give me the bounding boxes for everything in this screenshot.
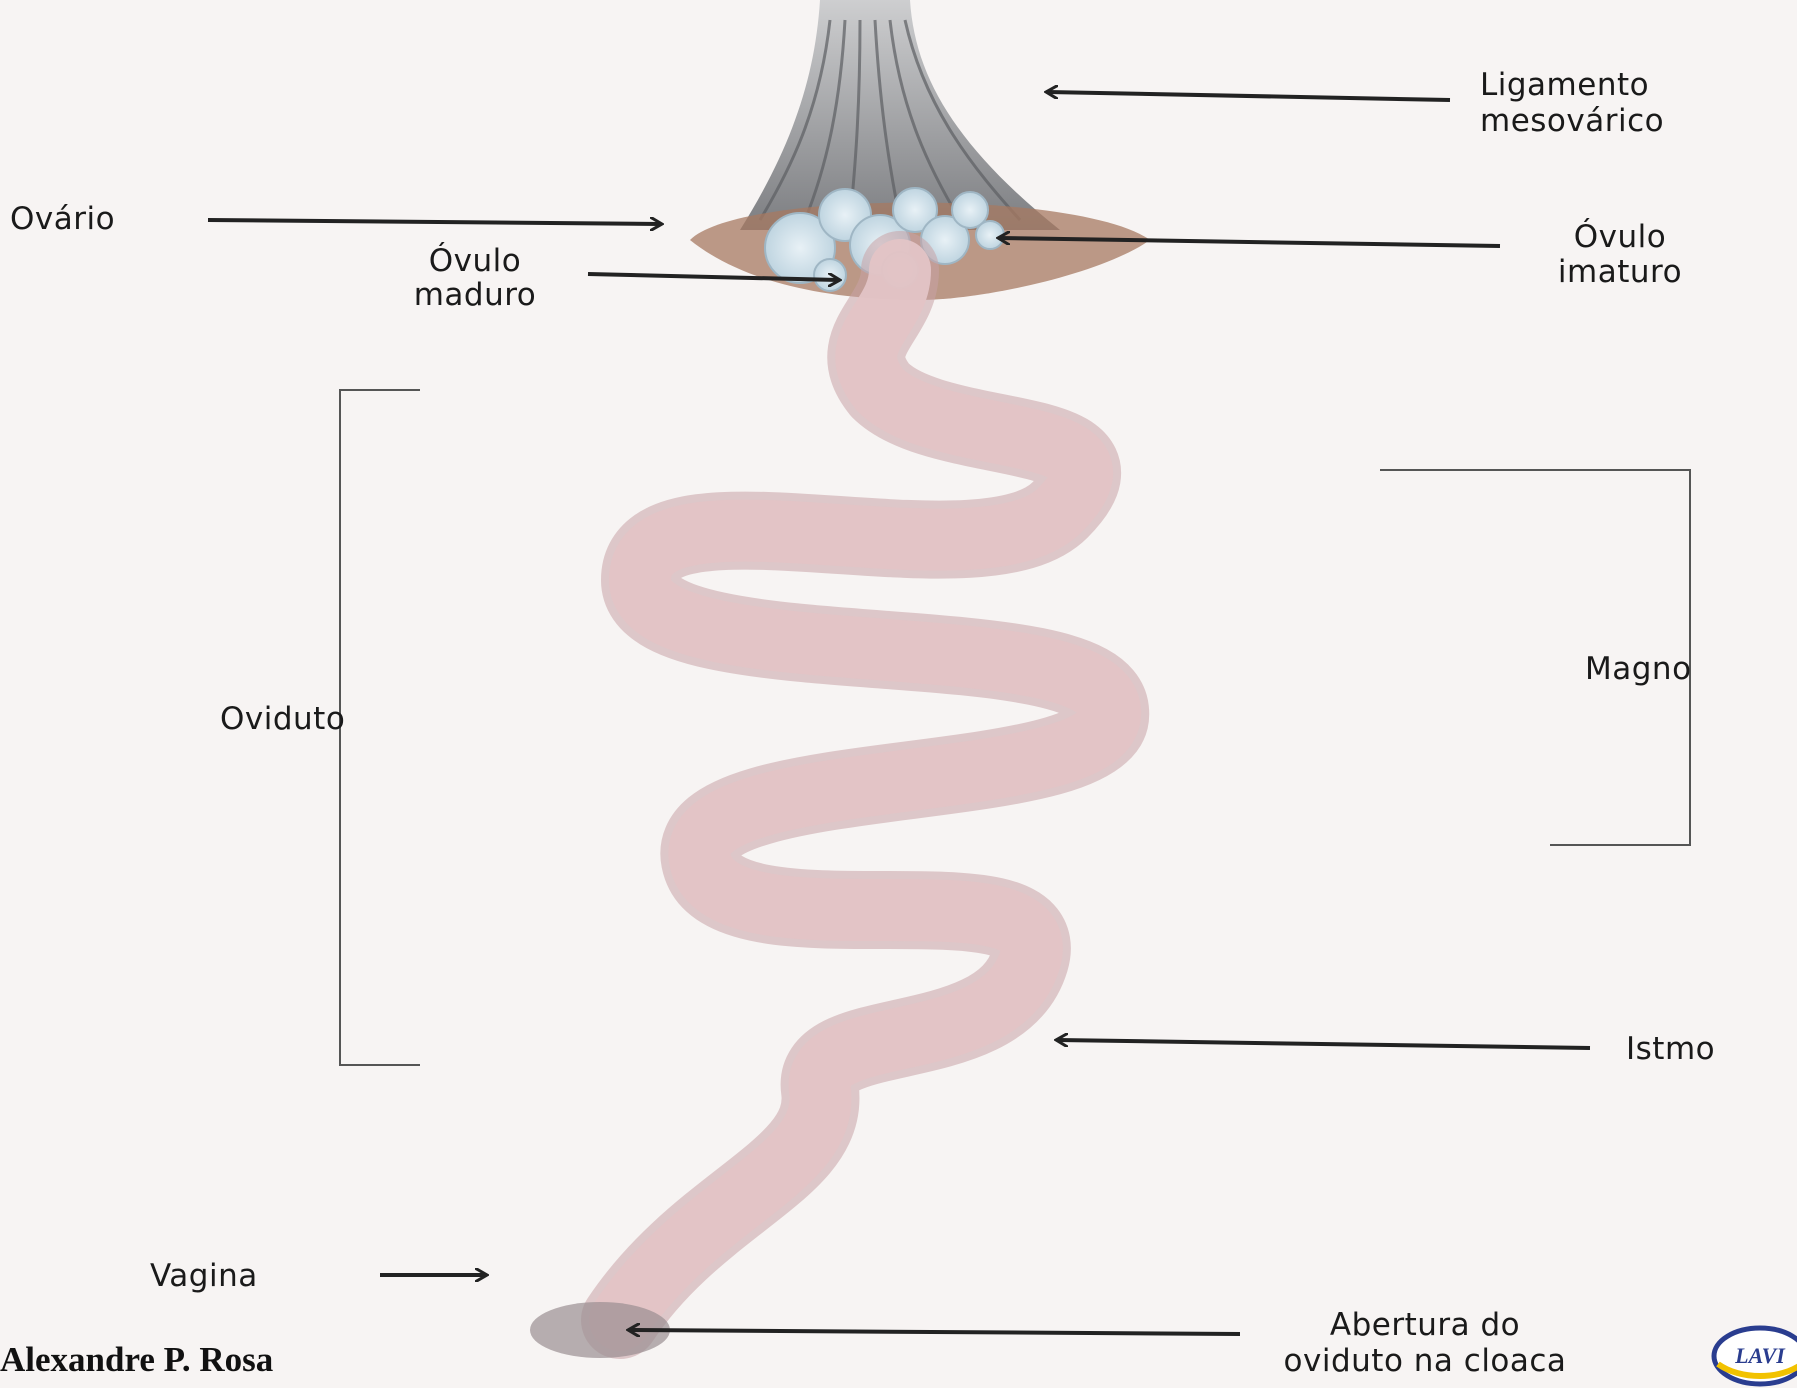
label-oviduto: Oviduto xyxy=(220,700,345,738)
label-ovulo-maduro-line1: Óvulo xyxy=(360,242,590,280)
oviduct-tube xyxy=(530,270,1110,1358)
label-abertura-line1: Abertura do xyxy=(1180,1306,1670,1344)
label-ovulo-imaturo-line1: Óvulo xyxy=(1500,218,1740,256)
label-vagina: Vagina xyxy=(150,1257,258,1295)
lavi-logo: LAVI xyxy=(1710,1318,1797,1388)
label-ovulo-maduro-line2: maduro xyxy=(360,276,590,314)
label-magno: Magno xyxy=(1585,650,1692,688)
label-ligamento-line2: mesovárico xyxy=(1480,102,1664,140)
label-abertura-line2: oviduto na cloaca xyxy=(1180,1342,1670,1380)
label-ligamento-line1: Ligamento xyxy=(1480,66,1649,104)
author-credit: Alexandre P. Rosa xyxy=(0,1340,273,1380)
arrow-abertura xyxy=(630,1330,1240,1334)
label-ovario: Ovário xyxy=(10,200,115,238)
oviduto-bracket xyxy=(340,390,420,1065)
label-istmo: Istmo xyxy=(1626,1030,1715,1068)
label-ovulo-imaturo-line2: imaturo xyxy=(1500,253,1740,291)
svg-text:LAVI: LAVI xyxy=(1734,1343,1786,1368)
arrow-istmo xyxy=(1058,1040,1590,1048)
arrow-ovario xyxy=(208,220,660,224)
arrow-ligamento xyxy=(1048,92,1450,100)
